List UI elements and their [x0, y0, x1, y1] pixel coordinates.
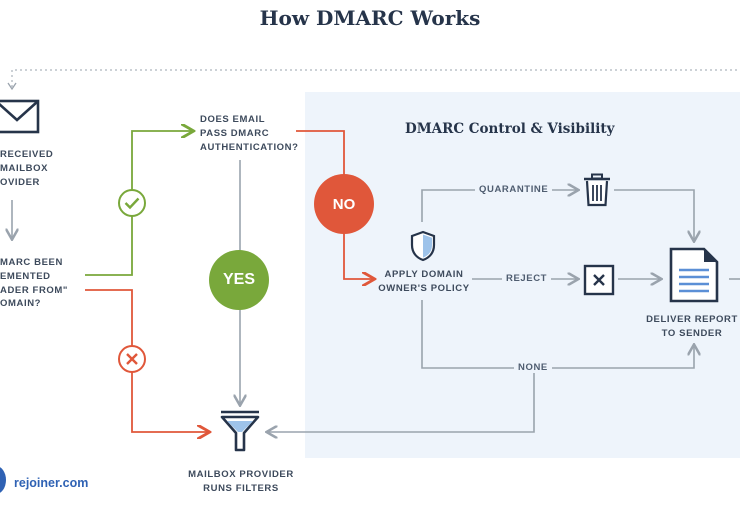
trash-icon — [584, 173, 610, 207]
no-decision: NO — [314, 174, 374, 234]
funnel-icon — [220, 410, 260, 452]
pass-question-label: DOES EMAIL PASS DMARC AUTHENTICATION? — [200, 114, 299, 153]
reject-label: REJECT — [502, 273, 552, 284]
checkmark-icon — [118, 189, 146, 217]
panel-title: DMARC Control & Visibility — [405, 121, 615, 137]
brand-logo — [0, 466, 6, 494]
yes-decision: YES — [209, 250, 269, 310]
quarantine-label: QUARANTINE — [475, 184, 553, 195]
document-icon — [669, 247, 719, 303]
shield-icon — [410, 230, 436, 262]
filters-label: MAILBOX PROVIDER RUNS FILTERS — [188, 469, 294, 494]
x-circle-icon — [118, 345, 146, 373]
x-box-icon — [583, 264, 615, 296]
none-label: NONE — [514, 362, 552, 373]
apply-policy-label: APPLY DOMAIN OWNER'S POLICY — [378, 269, 470, 294]
envelope-icon — [0, 99, 40, 134]
deliver-report-label: DELIVER REPORT TO SENDER — [646, 314, 738, 339]
received-label: RECEIVED MAILBOX OVIDER — [0, 149, 54, 188]
implemented-label: MARC BEEN EMENTED ADER FROM" OMAIN? — [0, 257, 69, 310]
page-title: How DMARC Works — [259, 6, 481, 30]
brand-name[interactable]: rejoiner.com — [14, 476, 89, 490]
